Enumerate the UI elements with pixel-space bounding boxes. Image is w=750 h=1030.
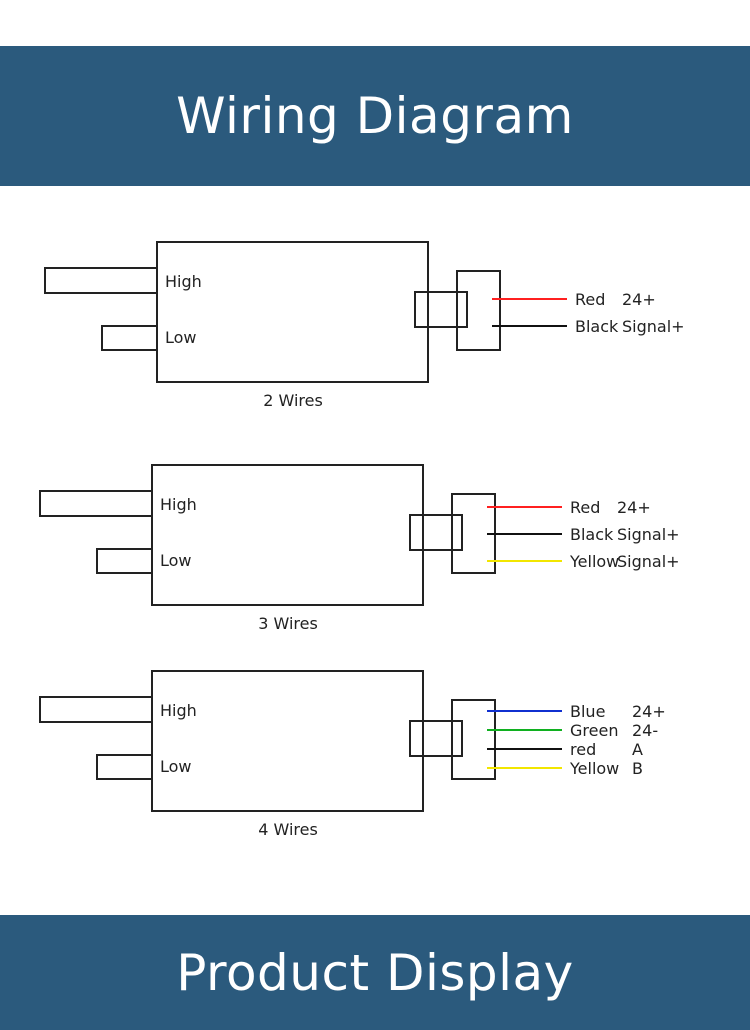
diagram-3-caption: 4 Wires bbox=[258, 820, 318, 839]
footer-banner: Product Display bbox=[0, 915, 750, 1030]
diagram-2-wire-2-color: Black bbox=[570, 525, 614, 544]
diagram-2-wire-3-color: Yellow bbox=[569, 552, 619, 571]
diagram-3-wire-2-function: 24- bbox=[632, 721, 658, 740]
diagram-3-wire-3-color: red bbox=[570, 740, 596, 759]
diagram-3-connector-housing bbox=[451, 699, 496, 780]
diagram-2-caption: 3 Wires bbox=[258, 614, 318, 633]
diagram-3-wire-3-function: A bbox=[632, 740, 643, 759]
diagram-3-wire-4-color: Yellow bbox=[569, 759, 619, 778]
diagram-2-wire-1-color: Red bbox=[570, 498, 600, 517]
diagram-2-wire-2-function: Signal+ bbox=[617, 525, 680, 544]
diagram-3-wire-2-color: Green bbox=[570, 721, 618, 740]
diagram-3-connector-plug bbox=[409, 720, 463, 757]
diagram-2-wire-3-function: Signal+ bbox=[617, 552, 680, 571]
diagram-1-wire-2-function: Signal+ bbox=[622, 317, 685, 336]
diagram-1-port-label-high: High bbox=[165, 272, 202, 291]
diagram-2-low-port bbox=[96, 548, 153, 574]
diagram-1-connector-plug bbox=[414, 291, 468, 328]
section-title: Product Display bbox=[176, 943, 574, 1002]
diagram-3-port-label-low: Low bbox=[160, 757, 192, 776]
diagram-3-wire-1-color: Blue bbox=[570, 702, 605, 721]
diagram-1-wire-1-function: 24+ bbox=[622, 290, 656, 309]
diagram-1-housing bbox=[156, 241, 429, 383]
diagram-3-wire-4-function: B bbox=[632, 759, 643, 778]
diagram-3-high-port bbox=[39, 696, 153, 723]
diagram-1-caption: 2 Wires bbox=[263, 391, 323, 410]
diagram-1-low-port bbox=[101, 325, 158, 351]
diagram-3-port-label-high: High bbox=[160, 701, 197, 720]
diagram-3-low-port bbox=[96, 754, 153, 780]
diagram-1-wire-1-color: Red bbox=[575, 290, 605, 309]
diagram-1-wire-2-color: Black bbox=[575, 317, 619, 336]
diagram-2-connector-plug bbox=[409, 514, 463, 551]
diagram-2-port-label-high: High bbox=[160, 495, 197, 514]
diagram-1-high-port bbox=[44, 267, 158, 294]
diagram-3-housing bbox=[151, 670, 424, 812]
diagram-1-port-label-low: Low bbox=[165, 328, 197, 347]
header-banner: Wiring Diagram bbox=[0, 46, 750, 186]
diagram-2-port-label-low: Low bbox=[160, 551, 192, 570]
diagram-3-wire-1-function: 24+ bbox=[632, 702, 666, 721]
diagram-2-housing bbox=[151, 464, 424, 606]
diagram-2-wire-1-function: 24+ bbox=[617, 498, 651, 517]
diagram-1-connector-housing bbox=[456, 270, 501, 351]
diagram-2-high-port bbox=[39, 490, 153, 517]
page-title: Wiring Diagram bbox=[176, 87, 574, 145]
